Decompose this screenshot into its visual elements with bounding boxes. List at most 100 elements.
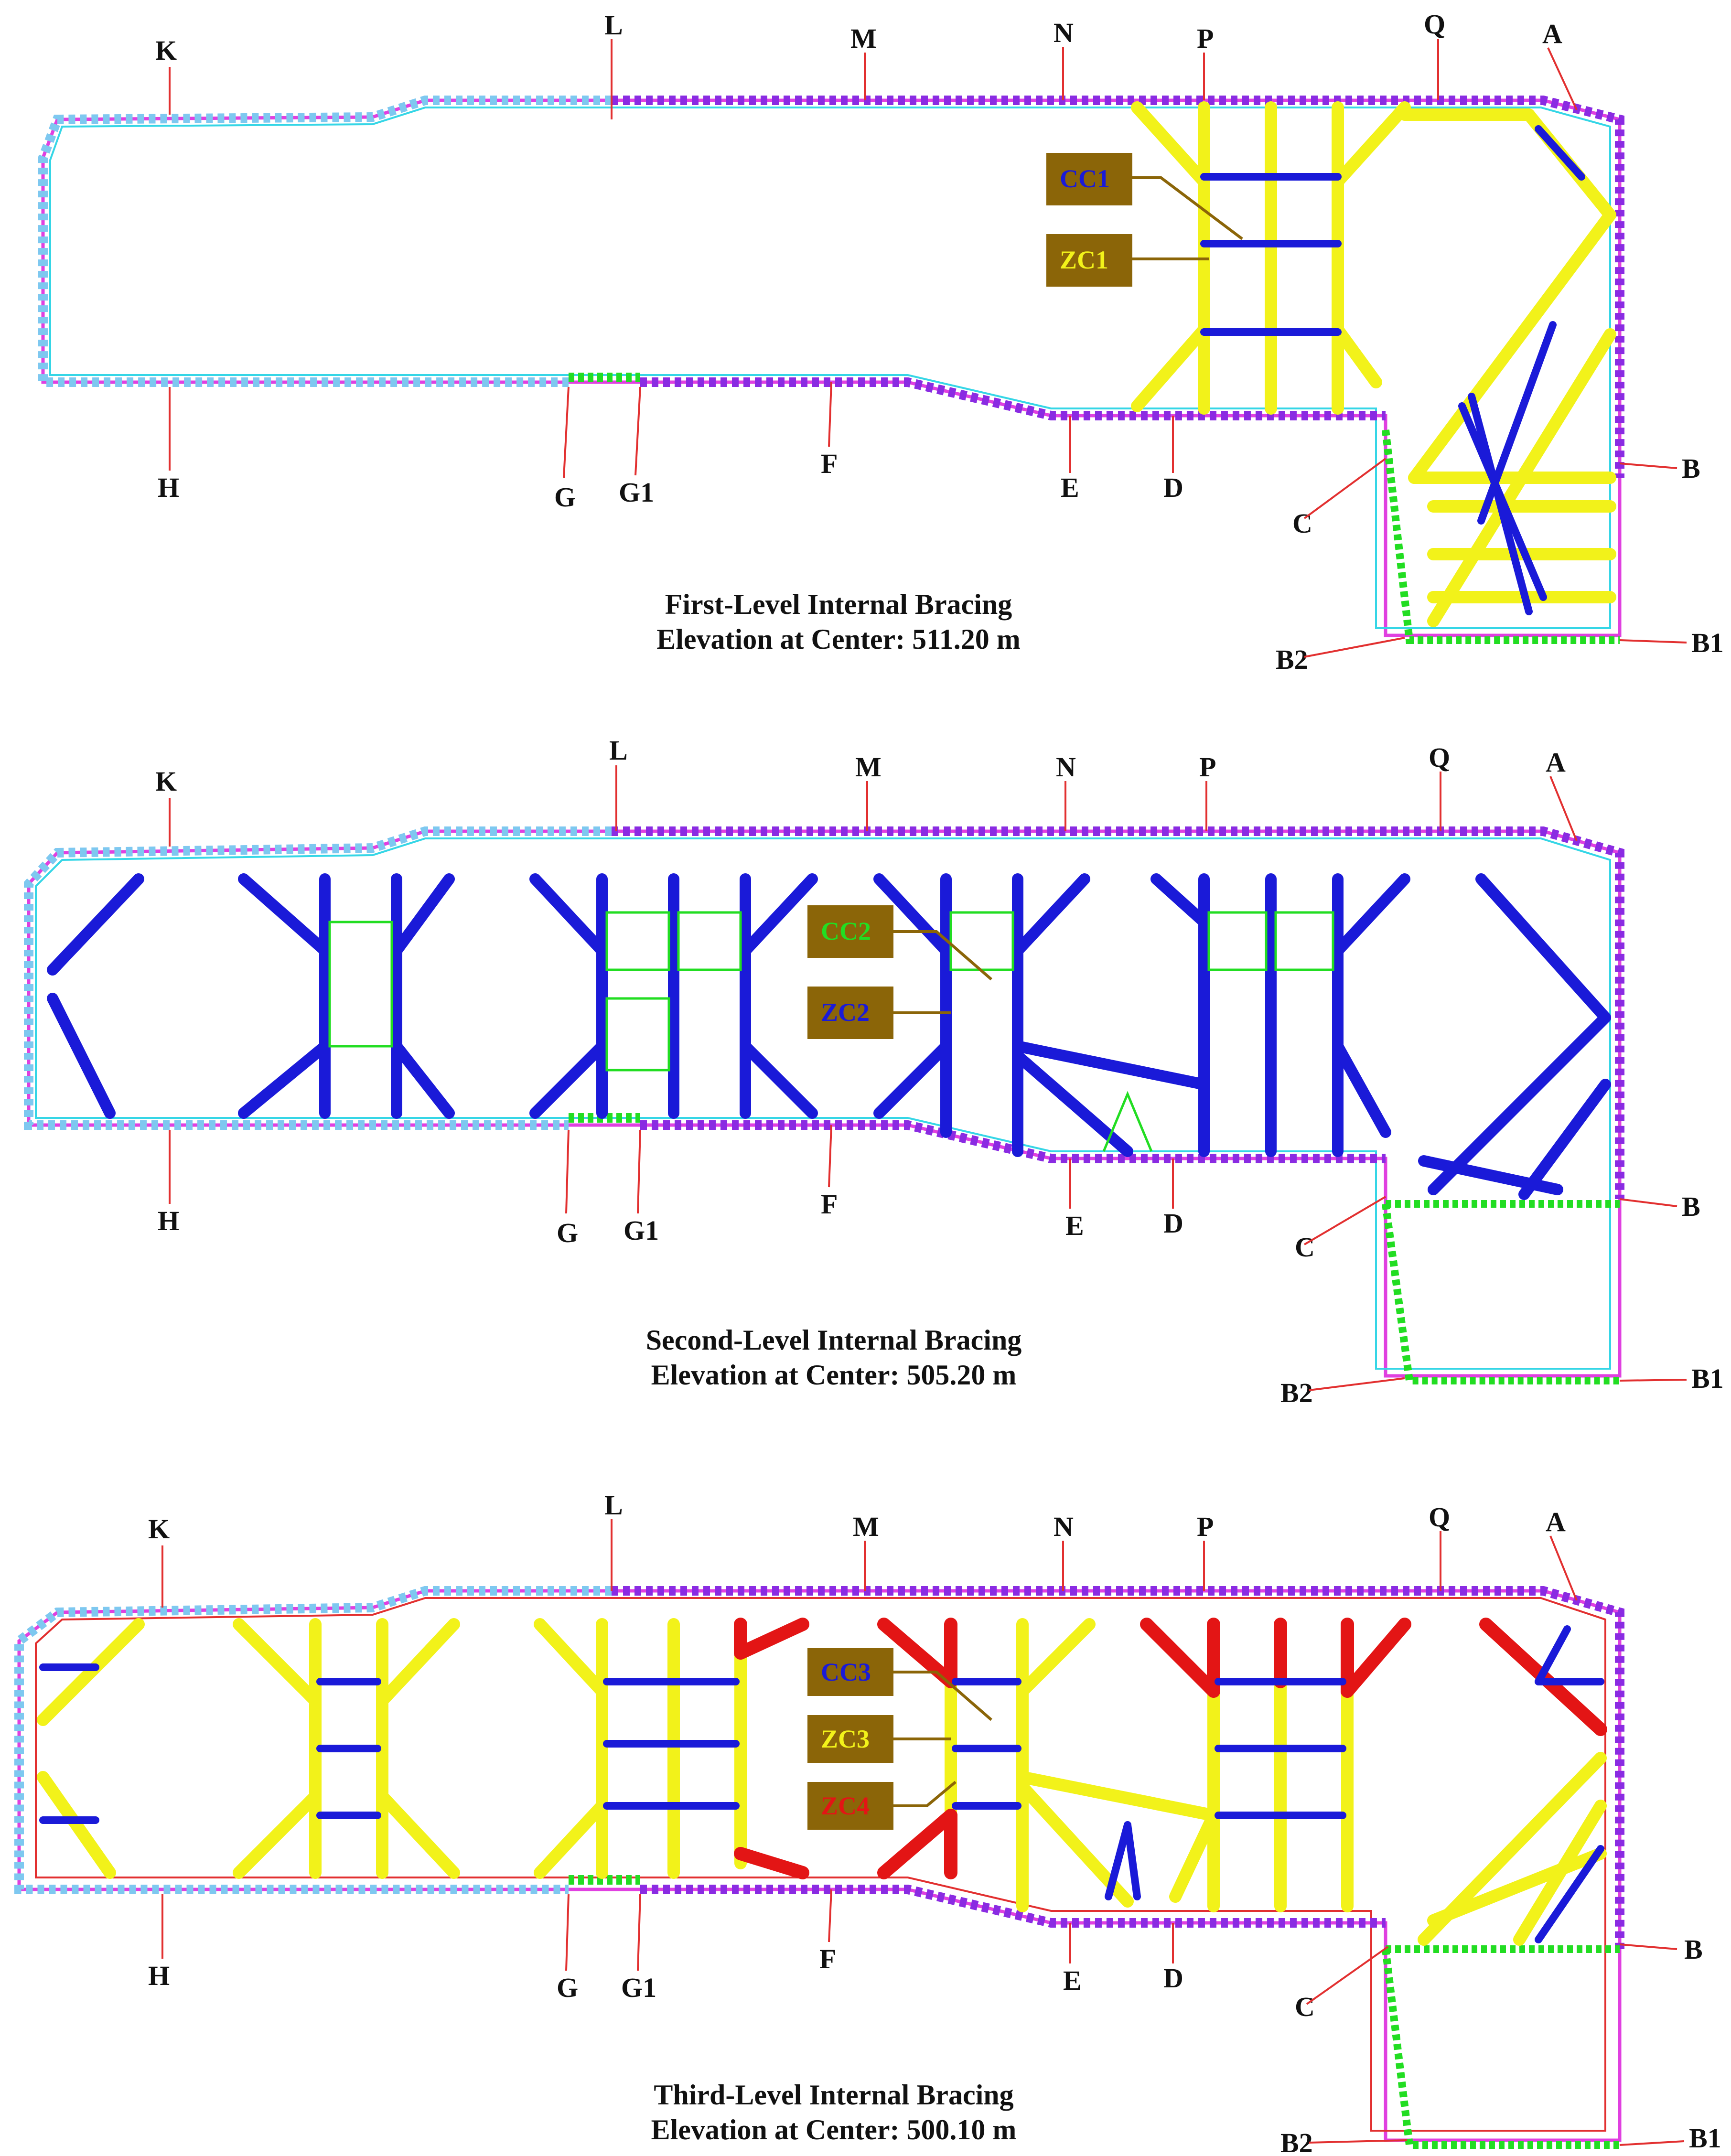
point-label-b1: B1 (1691, 1363, 1724, 1394)
blue-struts (39, 1625, 1604, 1943)
point-label-b: B (1684, 1934, 1703, 1965)
member-tag-group: CC1 ZC1 (1046, 153, 1243, 287)
member-tag-group: CC3 ZC3 ZC4 (807, 1648, 992, 1830)
point-labels: K L M N P Q A B B1 B2 C D E F G1 G H (148, 1490, 1721, 2155)
point-label-q: Q (1424, 9, 1445, 40)
pile-row-green-pit (1382, 429, 1620, 644)
pile-row-purple-bottom (640, 1885, 1386, 1928)
excavation-inner-line (35, 837, 1611, 1370)
point-label-f: F (821, 1189, 838, 1220)
point-label-b2: B2 (1280, 2127, 1313, 2155)
point-label-g: G (554, 482, 576, 513)
point-label-a: A (1546, 1506, 1566, 1537)
member-tag-zc4: ZC4 (821, 1791, 870, 1820)
point-label-e: E (1061, 472, 1079, 503)
pile-row-light (38, 96, 612, 387)
member-tag-box (1046, 234, 1132, 287)
point-label-k: K (148, 1513, 170, 1545)
point-label-l: L (609, 735, 628, 766)
point-label-b: B (1682, 453, 1700, 484)
point-label-g1: G1 (619, 477, 654, 508)
point-label-e: E (1065, 1210, 1084, 1241)
point-label-b2: B2 (1280, 1377, 1313, 1408)
point-label-g: G (557, 1972, 578, 2003)
member-tag-box (807, 987, 893, 1039)
point-label-h: H (148, 1960, 170, 1991)
point-label-b: B (1682, 1191, 1700, 1222)
tag-arrow (893, 1671, 992, 1721)
member-tag-box (807, 1715, 893, 1763)
point-label-g1: G1 (624, 1215, 659, 1246)
point-label-c: C (1295, 1232, 1315, 1263)
excavation-inner-line (35, 1597, 1606, 2132)
pile-row-green-pit (1382, 1200, 1620, 1384)
member-tag-cc3: CC3 (821, 1658, 871, 1686)
member-tag-zc3: ZC3 (821, 1725, 870, 1753)
red-struts (734, 1618, 1607, 1879)
excavation-outline (41, 98, 1622, 637)
blue-struts (1200, 125, 1585, 615)
point-label-k: K (155, 35, 177, 66)
panel-caption-line1: First-Level Internal Bracing (665, 589, 1012, 620)
member-tag-box (807, 1648, 893, 1696)
member-tag-cc1: CC1 (1060, 164, 1110, 193)
point-label-n: N (1054, 1511, 1074, 1542)
first-level-bracing-panel: K L M N P Q A B B1 B2 C D E F G1 G H (38, 9, 1724, 675)
panel-caption-line2: Elevation at Center: 505.20 m (651, 1359, 1017, 1391)
point-label-d: D (1163, 472, 1183, 503)
pile-row-light (24, 826, 612, 1130)
point-label-h: H (158, 1205, 179, 1236)
panel-caption-line2: Elevation at Center: 511.20 m (656, 623, 1021, 655)
second-level-bracing-panel: K L M N P Q A B B1 B2 C D E F G1 G H (24, 735, 1724, 1408)
point-label-p: P (1197, 1511, 1214, 1542)
point-label-n: N (1056, 751, 1076, 783)
tag-arrow (893, 930, 992, 981)
point-label-l: L (604, 1490, 623, 1521)
member-tag-box (807, 905, 893, 958)
panel-caption-line1: Third-Level Internal Bracing (654, 2079, 1013, 2111)
point-label-f: F (821, 448, 838, 479)
pile-row-purple (612, 826, 1624, 1199)
point-label-g: G (557, 1217, 578, 1248)
leader-lines (169, 765, 1687, 1391)
point-label-h: H (158, 472, 179, 503)
point-labels: K L M N P Q A B B1 B2 C D E F G1 G H (155, 9, 1724, 675)
member-tag-cc2: CC2 (821, 917, 871, 945)
point-label-p: P (1197, 23, 1214, 54)
point-label-l: L (604, 10, 623, 41)
tag-arrow (1132, 176, 1243, 240)
point-label-b2: B2 (1276, 644, 1308, 675)
leader-lines (169, 39, 1687, 658)
third-level-bracing-panel: K L M N P Q A B B1 B2 C D E F G1 G H (14, 1490, 1721, 2155)
point-label-k: K (155, 766, 177, 797)
point-label-q: Q (1429, 1502, 1450, 1533)
point-label-m: M (855, 751, 882, 783)
panel-caption-line2: Elevation at Center: 500.10 m (651, 2114, 1017, 2145)
member-tag-box (807, 1782, 893, 1830)
point-label-q: Q (1429, 742, 1450, 773)
member-tag-box (1046, 153, 1132, 205)
leader-lines (161, 1519, 1685, 2146)
point-label-a: A (1546, 747, 1566, 778)
pile-row-green-pit (1382, 1945, 1620, 2149)
point-label-a: A (1542, 18, 1562, 49)
point-label-b1: B1 (1691, 627, 1724, 658)
excavation-inner-line (49, 107, 1611, 629)
member-tag-zc1: ZC1 (1060, 246, 1108, 274)
member-tag-zc2: ZC2 (821, 998, 870, 1027)
point-label-g1: G1 (621, 1972, 656, 2003)
pile-row-light (14, 1586, 612, 1894)
point-label-c: C (1295, 1991, 1315, 2022)
point-label-e: E (1063, 1965, 1082, 1996)
point-label-m: M (853, 1511, 879, 1542)
point-label-d: D (1163, 1208, 1183, 1239)
point-label-m: M (850, 23, 877, 54)
tag-arrow (893, 1781, 957, 1807)
point-label-n: N (1054, 17, 1074, 48)
point-label-c: C (1292, 508, 1312, 539)
point-label-d: D (1163, 1963, 1183, 1994)
point-labels: K L M N P Q A B B1 B2 C D E F G1 G H (155, 735, 1724, 1408)
point-label-p: P (1199, 751, 1216, 783)
panel-caption-line1: Second-Level Internal Bracing (646, 1324, 1022, 1356)
